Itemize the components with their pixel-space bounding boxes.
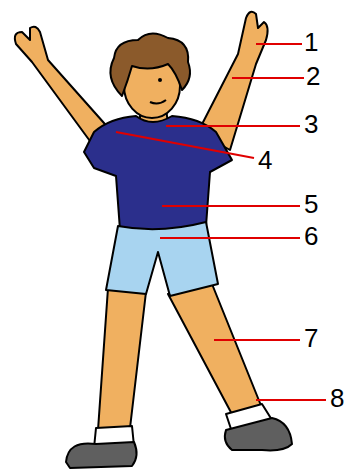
shorts	[106, 222, 218, 296]
right-leg	[168, 284, 262, 418]
callout-number: 2	[306, 62, 320, 90]
leader-line	[256, 43, 302, 45]
mouth	[150, 100, 166, 104]
leader-line	[160, 237, 300, 239]
left-shoe	[66, 442, 137, 468]
callout-number: 1	[304, 28, 318, 56]
leader-line	[162, 205, 300, 207]
shirt	[84, 116, 232, 231]
leader-line	[116, 132, 254, 158]
callout-number: 5	[304, 190, 318, 218]
callout-number: 7	[304, 324, 318, 352]
leader-line	[232, 77, 304, 79]
leader-line	[214, 339, 300, 341]
left-leg	[98, 288, 146, 430]
leader-line	[256, 399, 326, 401]
callout-number: 8	[330, 384, 344, 412]
eye	[158, 78, 162, 82]
hair	[110, 33, 190, 96]
leader-line	[166, 125, 300, 127]
callout-number: 3	[304, 110, 318, 138]
right-shoe	[225, 418, 292, 450]
callout-number: 6	[304, 222, 318, 250]
callout-number: 4	[258, 146, 272, 174]
